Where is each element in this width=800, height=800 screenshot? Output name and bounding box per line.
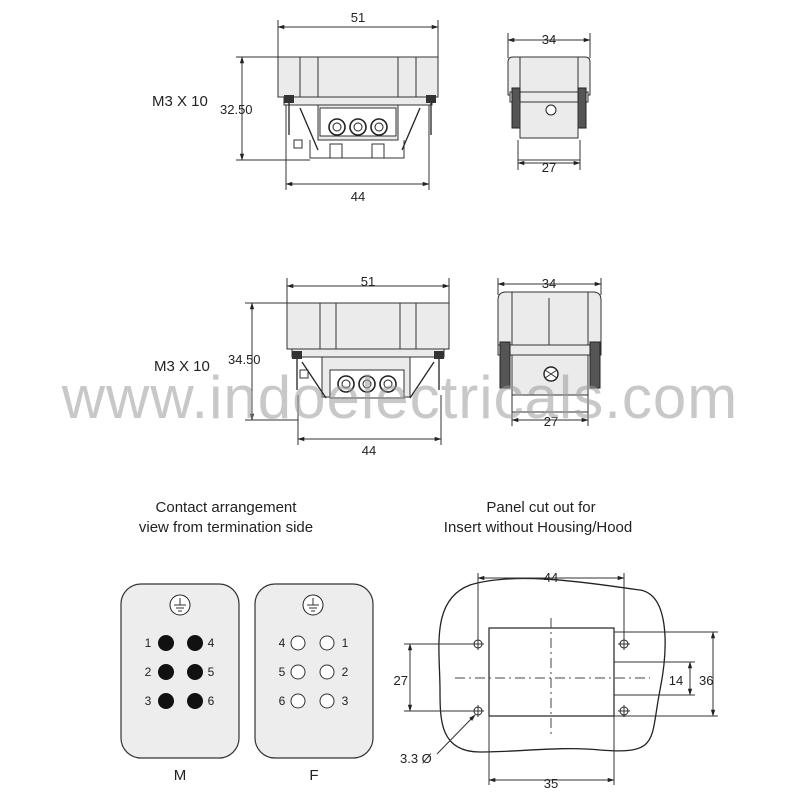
- top-width-51: 51: [351, 10, 365, 25]
- cutout-height-36: 36: [699, 673, 713, 688]
- mid-width-51: 51: [361, 274, 375, 289]
- socket-6: [290, 693, 306, 709]
- pin-label: 4: [279, 636, 286, 650]
- pin-label: 1: [145, 636, 152, 650]
- pin-label: 6: [208, 694, 215, 708]
- socket-3: [319, 693, 335, 709]
- screw-icon: [284, 95, 294, 103]
- socket-2: [319, 664, 335, 680]
- watermark: www.indoelectricals.com: [61, 364, 739, 431]
- pin-4: [187, 635, 203, 651]
- pin-label: 5: [279, 665, 286, 679]
- middle-side-view: 34 27: [497, 276, 602, 429]
- pin-1: [158, 635, 174, 651]
- pin-5: [187, 664, 203, 680]
- screw-icon: [434, 351, 444, 359]
- mid-side-width-27: 27: [544, 414, 558, 429]
- pin-2: [158, 664, 174, 680]
- top-side-width-27: 27: [542, 160, 556, 175]
- top-screw-label: M3 X 10: [152, 93, 208, 110]
- pin-3: [158, 693, 174, 709]
- socket-5: [290, 664, 306, 680]
- contact-caption-line2: view from termination side: [139, 519, 313, 536]
- mid-side-width-34: 34: [542, 276, 556, 291]
- socket-4: [290, 635, 306, 651]
- pin-label: 3: [145, 694, 152, 708]
- pin-label: 5: [208, 665, 215, 679]
- panel-cutout: 44 35 27 14 36 3.3 Ø: [394, 570, 718, 791]
- screw-icon: [292, 351, 302, 359]
- pin-label: 2: [145, 665, 152, 679]
- earth-icon: [169, 594, 191, 616]
- top-side-view: 34 27: [507, 32, 591, 175]
- mid-height: 34.50: [228, 352, 261, 367]
- female-label: F: [309, 767, 318, 784]
- pin-label: 2: [342, 665, 349, 679]
- top-height: 32.50: [220, 102, 253, 117]
- cutout-height-14: 14: [669, 673, 683, 688]
- top-width-44: 44: [351, 189, 365, 204]
- cutout-width-44: 44: [544, 570, 558, 585]
- mid-width-44: 44: [362, 443, 376, 458]
- earth-icon: [302, 594, 324, 616]
- cutout-width-35: 35: [544, 776, 558, 791]
- top-side-width-34: 34: [542, 32, 556, 47]
- contact-caption-line1: Contact arrangement: [156, 499, 298, 516]
- mid-screw-label: M3 X 10: [154, 358, 210, 375]
- male-label: M: [174, 767, 187, 784]
- pin-label: 1: [342, 636, 349, 650]
- panel-caption-line1: Panel cut out for: [486, 499, 595, 516]
- hole-diameter: 3.3 Ø: [400, 751, 432, 766]
- pin-label: 3: [342, 694, 349, 708]
- cutout-height-27: 27: [394, 673, 408, 688]
- female-contact-arrangement: 4 5 6 1 2 3 F: [254, 583, 374, 784]
- socket-1: [319, 635, 335, 651]
- panel-caption-line2: Insert without Housing/Hood: [444, 519, 632, 536]
- middle-front-view: 51 34.50 M3 X 10 44: [154, 274, 450, 458]
- male-contact-arrangement: 1 2 3 4 5 6 M: [120, 583, 240, 784]
- pin-label: 4: [208, 636, 215, 650]
- pin-label: 6: [279, 694, 286, 708]
- top-front-view: 51 32.50 M3 X 10: [152, 10, 439, 204]
- pin-6: [187, 693, 203, 709]
- screw-icon: [426, 95, 436, 103]
